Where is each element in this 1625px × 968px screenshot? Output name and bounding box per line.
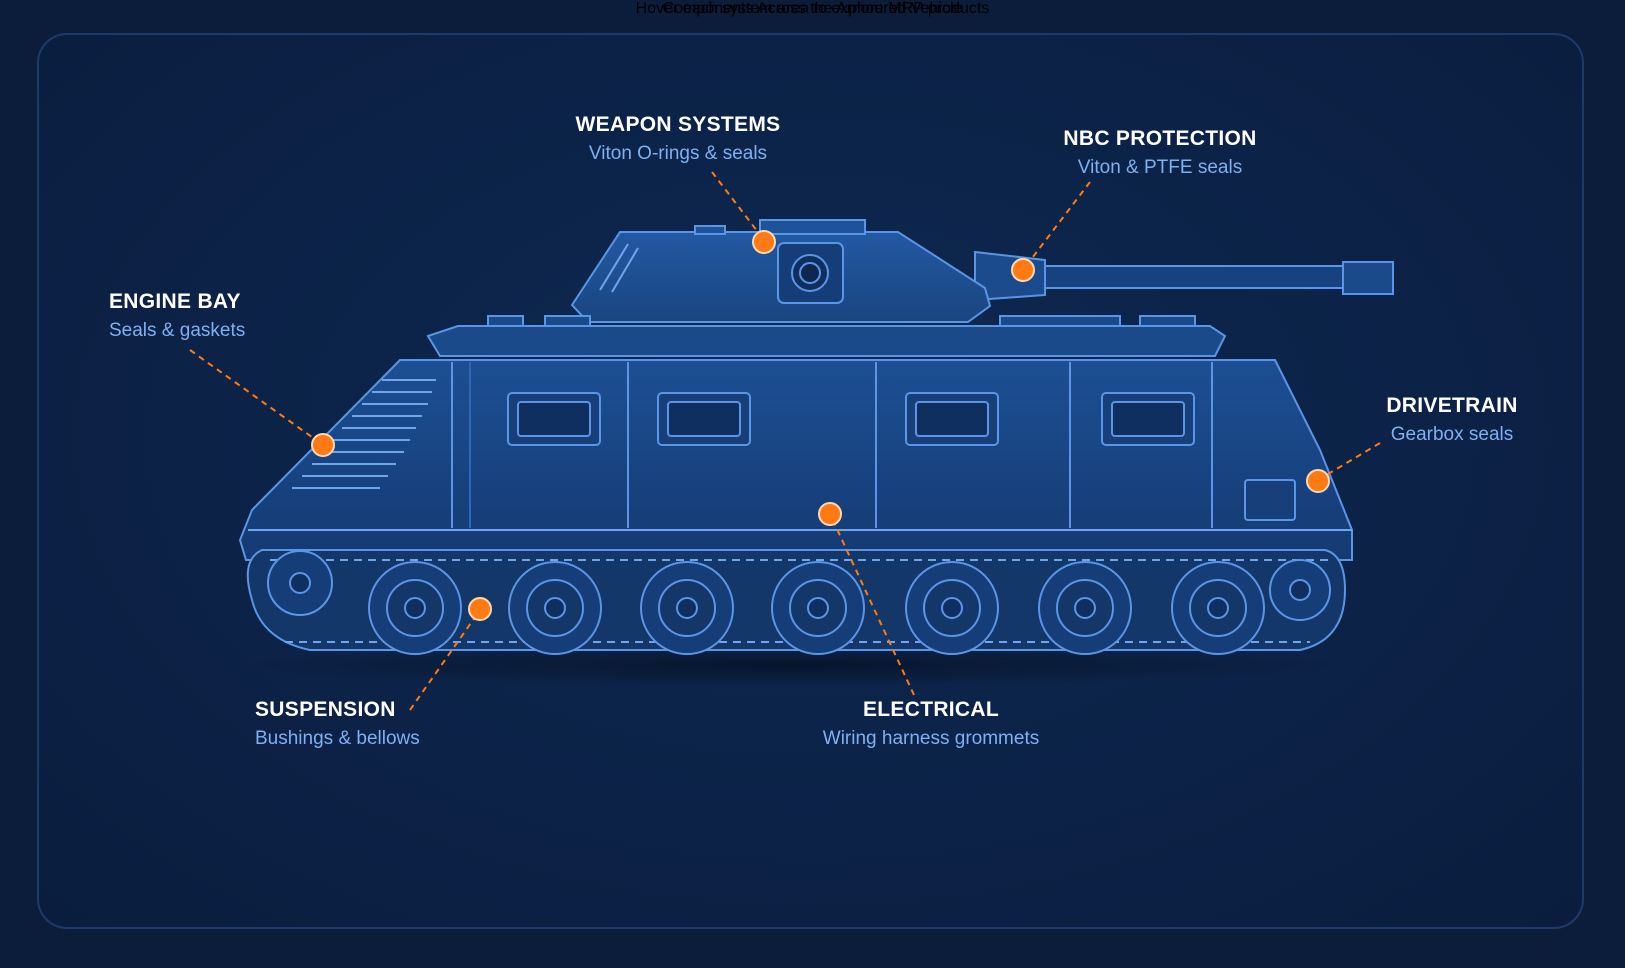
diagram-subtitle: Hover each system area to explore MRP pr… [635, 0, 990, 17]
drivetrain-subtitle: Gearbox seals [1390, 424, 1514, 445]
suspension-hotspot-icon[interactable] [468, 597, 492, 621]
nbc-hotspot-icon[interactable] [1011, 258, 1035, 282]
upper-deck [426, 325, 1227, 357]
weapon-systems-subtitle: Viton O-rings & seals [588, 143, 768, 164]
drivetrain-hotspot-icon[interactable] [1306, 469, 1330, 493]
electrical-label[interactable]: ELECTRICAL Wiring harness grommets [823, 698, 1039, 750]
electrical-subtitle: Wiring harness grommets [822, 728, 1040, 749]
weapon-hotspot-icon[interactable] [752, 230, 776, 254]
nbc-leader-line [1022, 181, 1091, 271]
drivetrain-label[interactable]: DRIVETRAIN Gearbox seals [1386, 394, 1517, 446]
suspension-subtitle: Bushings & bellows [255, 728, 420, 749]
suspension-label[interactable]: SUSPENSION Bushings & bellows [255, 698, 420, 750]
nbc-protection-subtitle: Viton & PTFE seals [1077, 157, 1243, 178]
road-wheels [267, 550, 1331, 655]
muzzle [1342, 261, 1394, 295]
weapon-systems-title: WEAPON SYSTEMS [575, 113, 781, 136]
turret-hatch [759, 219, 866, 235]
engine-bay-subtitle: Seals & gaskets [109, 320, 246, 341]
diagram-title: Components Across the Armoured Vehicle [662, 0, 963, 17]
ground-shadow [230, 643, 1350, 687]
drivetrain-leader-line [1317, 442, 1381, 481]
engine-bay-label[interactable]: ENGINE BAY Seals & gaskets [109, 290, 245, 342]
nbc-protection-label[interactable]: NBC PROTECTION Viton & PTFE seals [1063, 127, 1256, 179]
electrical-leader-line [829, 513, 915, 696]
nbc-protection-title: NBC PROTECTION [1063, 127, 1257, 150]
weapon-systems-label[interactable]: WEAPON SYSTEMS Viton O-rings & seals [576, 113, 781, 165]
rear-box [1244, 479, 1296, 521]
suspension-title: SUSPENSION [255, 698, 396, 721]
engine-grille [292, 379, 436, 489]
electrical-hotspot-icon[interactable] [818, 502, 842, 526]
engine-bay-title: ENGINE BAY [109, 290, 241, 313]
gun-barrel [1039, 265, 1346, 289]
engine-leader-line [189, 349, 324, 446]
engine-hotspot-icon[interactable] [311, 433, 335, 457]
weapon-leader-line [711, 171, 765, 241]
electrical-title: ELECTRICAL [862, 698, 999, 721]
suspension-leader-line [409, 609, 481, 711]
drivetrain-title: DRIVETRAIN [1386, 394, 1518, 417]
